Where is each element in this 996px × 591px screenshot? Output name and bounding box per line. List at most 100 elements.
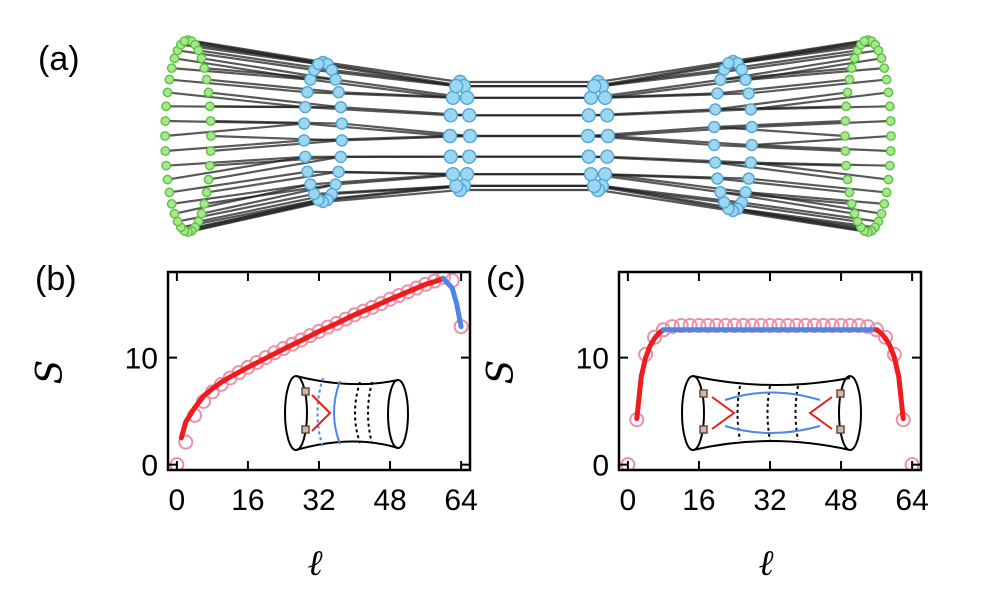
network-edge [335, 173, 468, 186]
network-node [840, 146, 851, 156]
network-node [334, 100, 347, 114]
network-node [881, 74, 892, 85]
data-point [647, 329, 663, 345]
network-node [744, 103, 757, 116]
network-edge [304, 122, 451, 138]
network-edge [717, 78, 850, 95]
network-edge [174, 57, 311, 81]
network-edge [171, 67, 311, 81]
network-node [586, 178, 602, 194]
network-node [169, 53, 180, 64]
x-tick-label: 48 [373, 484, 406, 517]
network-node [161, 101, 172, 112]
y-tick-label: 0 [141, 450, 158, 483]
network-node [201, 74, 212, 85]
network-node [160, 116, 171, 126]
network-node [169, 208, 180, 219]
network-node [462, 108, 477, 123]
x-tick-label: 16 [231, 484, 264, 517]
plot-b-inset-diagram [282, 367, 454, 455]
network-edge [174, 183, 311, 215]
network-node [745, 120, 759, 134]
fit-line [178, 275, 446, 441]
network-node [884, 160, 895, 171]
network-node [332, 165, 345, 178]
network-edge [169, 78, 308, 94]
x-tick-label: 16 [682, 484, 715, 517]
data-point [338, 311, 354, 327]
plot-c-xlabel: ℓ [759, 543, 774, 584]
network-node [742, 172, 755, 185]
network-edge [165, 139, 305, 153]
network-node [329, 73, 342, 86]
network-edge [751, 134, 892, 147]
network-edge [728, 207, 862, 229]
data-point [382, 291, 398, 307]
network-node [299, 150, 312, 164]
network-node [711, 87, 724, 100]
network-node [583, 166, 599, 182]
network-node [205, 116, 216, 126]
network-edge [751, 143, 891, 153]
network-node [586, 78, 602, 94]
panel-a-label: (a) [38, 40, 80, 78]
network-edge [745, 191, 885, 205]
network-node [840, 131, 850, 141]
network-edge [715, 91, 848, 111]
network-node [885, 116, 896, 126]
network-node [443, 108, 458, 123]
x-tick-label: 64 [444, 484, 477, 517]
network-edge [305, 106, 451, 117]
network-edge [208, 155, 341, 181]
plot-b-fits [178, 275, 464, 441]
network-node [445, 166, 461, 182]
network-edge [208, 91, 341, 109]
inner-ring-right-1 [707, 54, 759, 218]
network-edge [180, 198, 319, 229]
network-node [714, 73, 727, 87]
network-edge [714, 125, 846, 138]
network-node [707, 138, 721, 152]
network-node [709, 103, 722, 116]
network-rings [160, 35, 896, 237]
network-node [462, 128, 478, 144]
network-edge [198, 192, 333, 223]
network-node [884, 101, 895, 112]
network-node [203, 87, 214, 98]
network-node [459, 90, 475, 106]
network-edge [714, 143, 846, 153]
network-node [299, 100, 312, 114]
network-edge [717, 177, 850, 194]
network-edge [167, 91, 306, 109]
outer-ring-right [840, 35, 896, 237]
network-edge [166, 155, 306, 167]
network-node [600, 128, 616, 144]
network-node [581, 149, 596, 164]
network-node [744, 156, 757, 169]
network-edge [187, 200, 324, 234]
network-node [849, 208, 860, 219]
fit-line [440, 275, 464, 330]
network-edge [318, 62, 457, 88]
network-node [304, 178, 317, 191]
network-edge [206, 78, 339, 94]
network-edge [594, 184, 725, 204]
network-edge [164, 122, 305, 138]
y-tick-label: 10 [576, 343, 609, 376]
network-node [297, 134, 311, 147]
network-node [745, 138, 759, 152]
data-point [435, 272, 451, 285]
network-node [841, 101, 852, 112]
network-node [840, 116, 851, 126]
network-edge [184, 40, 319, 66]
data-point [311, 323, 327, 339]
network-node [709, 156, 722, 169]
network-node [879, 198, 890, 209]
network-edge [171, 183, 311, 205]
network-edge [307, 170, 453, 176]
network-node [193, 45, 204, 56]
panel-c-label: (c) [486, 260, 526, 298]
network-edge [167, 155, 306, 181]
